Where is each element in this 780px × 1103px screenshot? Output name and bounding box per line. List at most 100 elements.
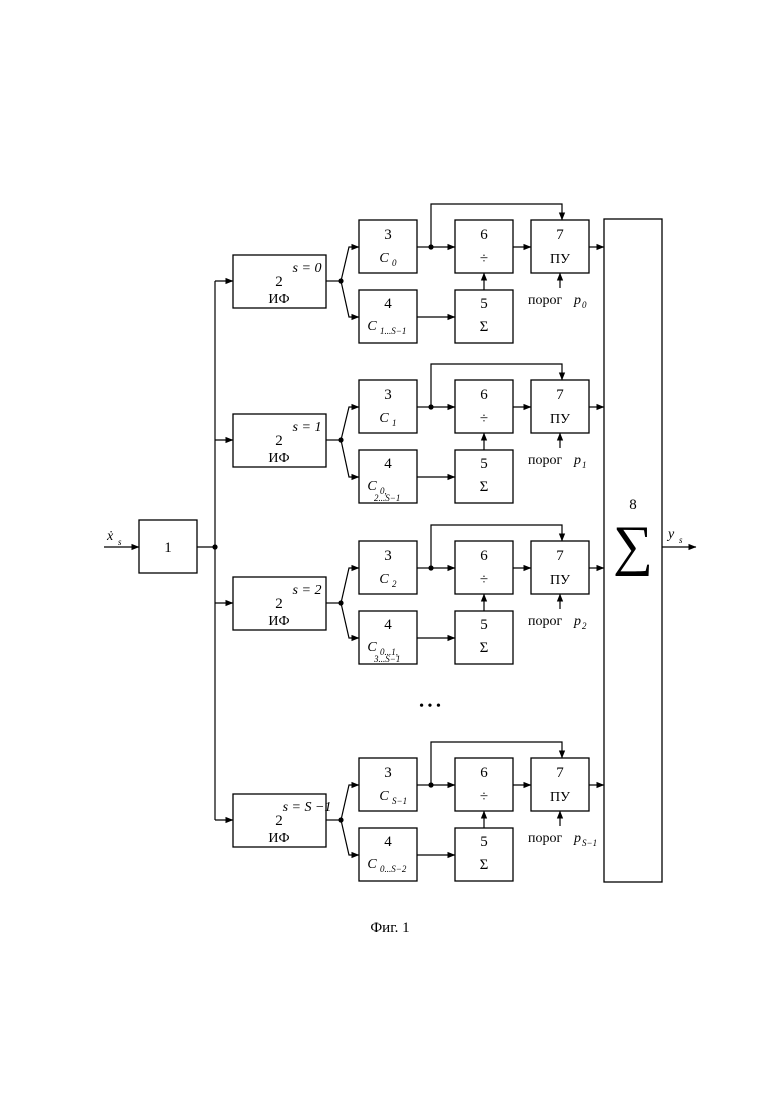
filter-block-2: s = 2 2ИФ [233,577,326,630]
block-3-symbol: C [379,789,389,804]
block-1: 1 [139,520,197,573]
filter-name: ИФ [268,614,289,629]
block-3-sub: S−1 [392,796,407,806]
input-label: ẋ [106,529,114,544]
summator-symbol: ∑ [613,515,653,577]
block-6-symbol: ÷ [480,572,488,588]
block-3-symbol: C [379,411,389,426]
block-3-symbol: C [379,251,389,266]
block-4-2: 4C0...1,3...S−1 [359,611,417,664]
threshold-sub: 1 [582,460,587,470]
block-5-3: 5Σ [455,828,513,881]
filter-block-0: s = 0 2ИФ [233,255,326,308]
block-7-number: 7 [556,548,564,564]
threshold-sub: S−1 [582,838,597,848]
threshold-symbol: p [573,831,581,846]
block-4-number: 4 [384,296,392,312]
threshold-symbol: p [573,293,581,308]
distribution-bus [197,281,218,820]
block-7-name: ПУ [550,412,570,427]
block-3-0: 3C0 [359,220,417,273]
filter-name: ИФ [268,451,289,466]
block-6-3: 6÷ [455,758,513,811]
filter-s-label: s = 1 [293,420,322,435]
block-5-1: 5Σ [455,450,513,503]
block-4-1: 4C0,2...S−1 [359,450,417,503]
block-5-number: 5 [480,617,488,633]
block-7-number: 7 [556,227,564,243]
output-label-sub: s [679,535,683,545]
block-4-sub: 1...S−1 [380,326,406,336]
block-3-3: 3CS−1 [359,758,417,811]
filter-number: 2 [275,596,283,612]
block-7-0: 7ПУ [531,220,589,273]
block-6-symbol: ÷ [480,251,488,267]
block-3-2: 3C2 [359,541,417,594]
figure-caption: Фиг. 1 [370,920,409,936]
block-5-symbol: Σ [480,857,489,873]
block-7-name: ПУ [550,252,570,267]
channel-2: s = 22ИФ3C24C0...1,3...S−16÷5Σ7ПУпорогp2 [215,525,604,664]
block-5-number: 5 [480,296,488,312]
channel-1: s = 12ИФ3C14C0,2...S−16÷5Σ7ПУпорогp1 [215,364,604,503]
input-signal: ẋ s [104,529,139,547]
filter-number: 2 [275,274,283,290]
block-4-symbol: C [367,640,377,655]
block-3-sub: 1 [392,418,397,428]
channel-0: s = 02ИФ3C04C1...S−16÷5Σ7ПУпорогp0 [215,204,604,343]
block-5-symbol: Σ [480,479,489,495]
block-7-2: 7ПУ [531,541,589,594]
threshold-0: порогp0 [528,293,587,310]
threshold-3: порогpS−1 [528,831,597,848]
filter-number: 2 [275,813,283,829]
threshold-word: порог [528,453,562,468]
block-5-0: 5Σ [455,290,513,343]
input-label-sub: s [118,537,122,547]
block-7-name: ПУ [550,790,570,805]
block-5-number: 5 [480,834,488,850]
block-4-3: 4C0...S−2 [359,828,417,881]
block-7-name: ПУ [550,573,570,588]
block-6-number: 6 [480,227,488,243]
block-6-symbol: ÷ [480,411,488,427]
threshold-sub: 0 [582,300,587,310]
block-6-1: 6÷ [455,380,513,433]
block-6-0: 6÷ [455,220,513,273]
filter-name: ИФ [268,831,289,846]
channel-3: s = S −12ИФ3CS−14C0...S−26÷5Σ7ПУпорогpS−… [215,742,604,881]
block-4-symbol: C [367,479,377,494]
threshold-symbol: p [573,614,581,629]
block-4-symbol: C [367,857,377,872]
filter-block-1: s = 1 2ИФ [233,414,326,467]
channels: s = 02ИФ3C04C1...S−16÷5Σ7ПУпорогp0s = 12… [215,204,604,881]
block-3-number: 3 [384,387,392,403]
filter-name: ИФ [268,292,289,307]
filter-s-label: s = 2 [293,583,322,598]
filter-block-3: s = S −12ИФ [233,794,331,847]
block-3-sub: 2 [392,579,397,589]
block-3-symbol: C [379,572,389,587]
block-4-symbol: C [367,319,377,334]
threshold-2: порогp2 [528,614,587,631]
block-6-symbol: ÷ [480,789,488,805]
summator-number: 8 [629,497,637,513]
filter-s-label: s = S −1 [283,800,332,815]
block-3-1: 3C1 [359,380,417,433]
block-6-number: 6 [480,765,488,781]
threshold-symbol: p [573,453,581,468]
summator-block: 8 ∑ [604,219,662,882]
channels-ellipsis: • • • [419,699,441,714]
filter-number: 2 [275,433,283,449]
threshold-sub: 2 [582,621,587,631]
block-5-number: 5 [480,456,488,472]
threshold-word: порог [528,614,562,629]
block-4-sub-line2: 2...S−1 [374,493,400,503]
output-signal: y s [662,527,696,547]
block-7-3: 7ПУ [531,758,589,811]
filter-s-label: s = 0 [293,261,322,276]
block-4-sub: 0...S−2 [380,864,407,874]
threshold-1: порогp1 [528,453,587,470]
block-3-sub: 0 [392,258,397,268]
block-4-number: 4 [384,834,392,850]
